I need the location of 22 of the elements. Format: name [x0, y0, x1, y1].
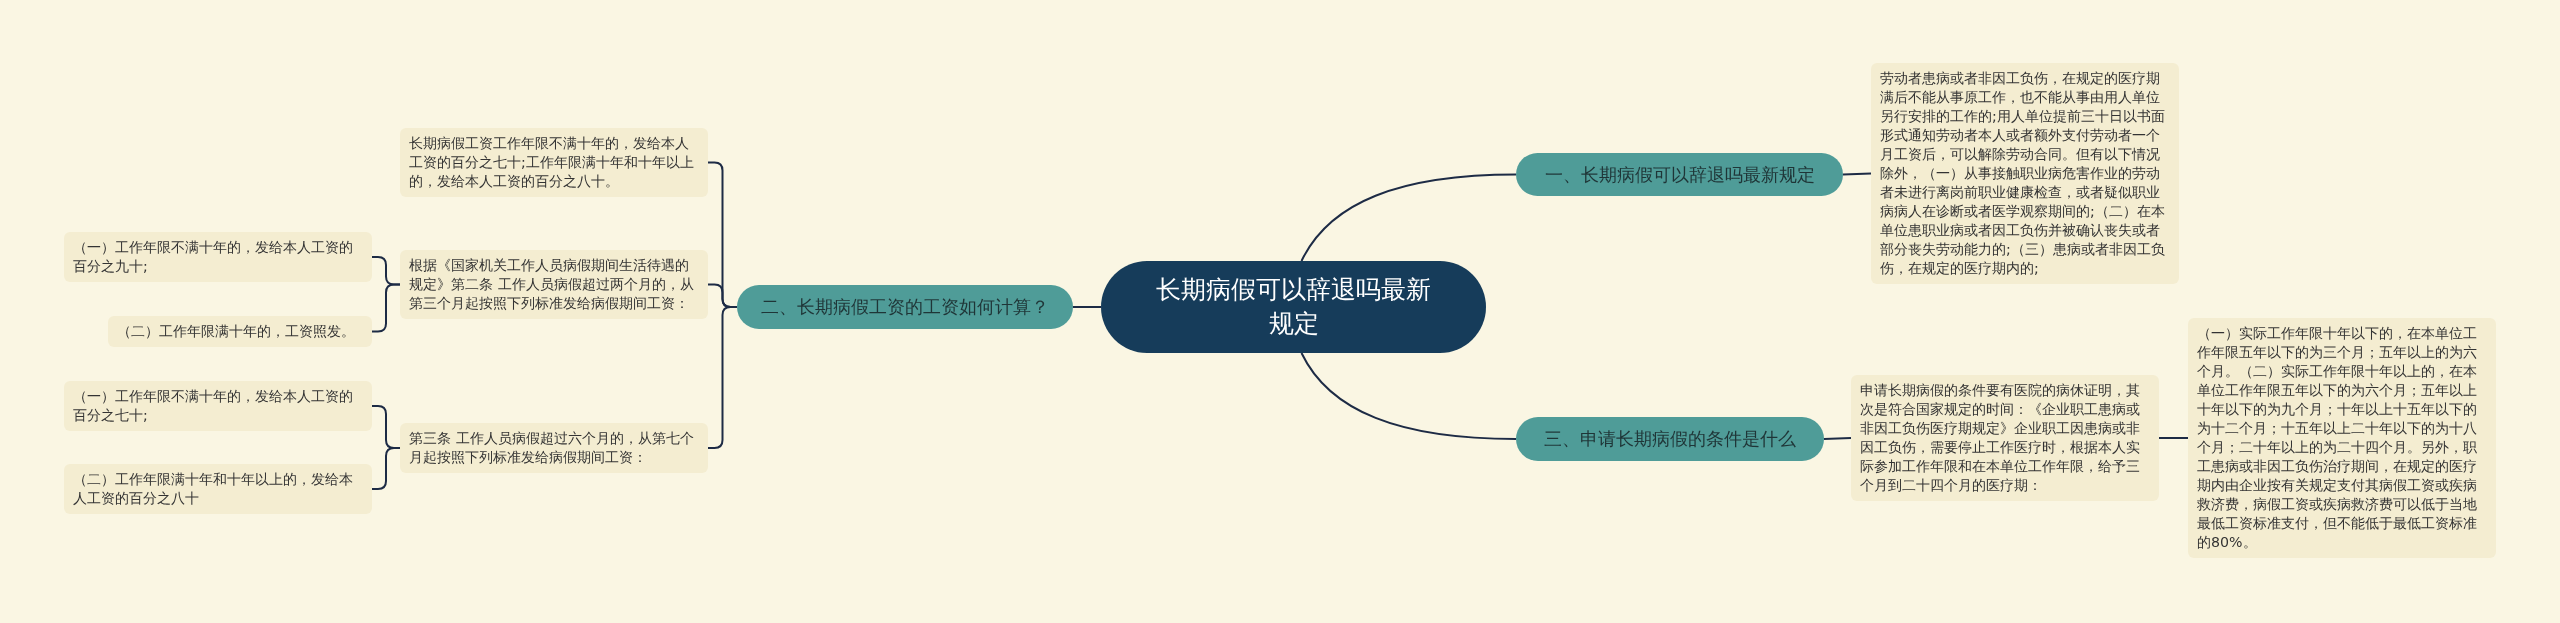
- central-topic: 长期病假可以辞退吗最新规定: [1101, 261, 1486, 353]
- topic-pill: 一、长期病假可以辞退吗最新规定: [1516, 153, 1843, 196]
- text-card: 长期病假工资工作年限不满十年的，发给本人工资的百分之七十;工作年限满十年和十年以上的，发给本人工资的百分之八十。: [400, 128, 708, 197]
- connector-line: [1300, 352, 1517, 440]
- text-card: 申请长期病假的条件要有医院的病休证明，其次是符合国家规定的时间：《企业职工患病或非因工负伤医疗期规定》企业职工因患病或非因工负伤，需要停止工作医疗时，根据本人实际参加工作年限和在本单位工作年限，给予三个月到二十四个月的医疗期：: [1851, 375, 2159, 501]
- connector-line: [1300, 173, 1517, 262]
- connector-line: [1823, 437, 1852, 440]
- text-card: 根据《国家机关工作人员病假期间生活待遇的规定》第二条 工作人员病假超过两个月的，从第三个月起按照下列标准发给病假期间工资：: [400, 250, 708, 319]
- connector-line: [371, 283, 401, 333]
- text-card: （二）工作年限满十年和十年以上的，发给本人工资的百分之八十: [64, 464, 372, 514]
- text-card: （二）工作年限满十年的，工资照发。: [108, 316, 372, 347]
- text-card: （一）实际工作年限十年以下的，在本单位工作年限五年以下的为三个月；五年以上的为六个月。（二）实际工作年限十年以上的，在本单位工作年限五年以下的为六个月；五年以上十年以下的为九个月；十年以上十五年以下的为十二个月；十五年以上二十年以下的为十八个月；二十年以上的为二十四个月。另外，职工患病或非因工负伤治疗期间，在规定的医疗期内由企业按有关规定支付其病假工资或疾病救济费，病假工资或疾病救济费可以低于当地最低工资标准支付，但不能低于最低工资标准的80%。: [2188, 318, 2496, 558]
- topic-pill: 二、长期病假工资的工资如何计算？: [737, 285, 1073, 329]
- text-card: （一）工作年限不满十年的，发给本人工资的百分之七十;: [64, 381, 372, 431]
- connector-line: [1072, 306, 1102, 308]
- topic-pill: 三、申请长期病假的条件是什么: [1516, 417, 1824, 461]
- text-card: 第三条 工作人员病假超过六个月的，从第七个月起按照下列标准发给病假期间工资：: [400, 423, 708, 473]
- text-card: （一）工作年限不满十年的，发给本人工资的百分之九十;: [64, 232, 372, 282]
- connector-line: [1842, 172, 1872, 176]
- text-card: 劳动者患病或者非因工负伤，在规定的医疗期满后不能从事原工作，也不能从事由用人单位另行安排的工作的;用人单位提前三十日以书面形式通知劳动者本人或者额外支付劳动者一个月工资后，可以解除劳动合同。但有以下情况除外，（一）从事接触职业病危害作业的劳动者未进行离岗前职业健康检查，或者疑似职业病病人在诊断或者医学观察期间的;（二）在本单位患职业病或者因工负伤并被确认丧失或者部分丧失劳动能力的;（三）患病或者非因工负伤，在规定的医疗期内的;: [1871, 63, 2179, 284]
- connector-line: [371, 447, 401, 490]
- connector-line: [2158, 437, 2189, 439]
